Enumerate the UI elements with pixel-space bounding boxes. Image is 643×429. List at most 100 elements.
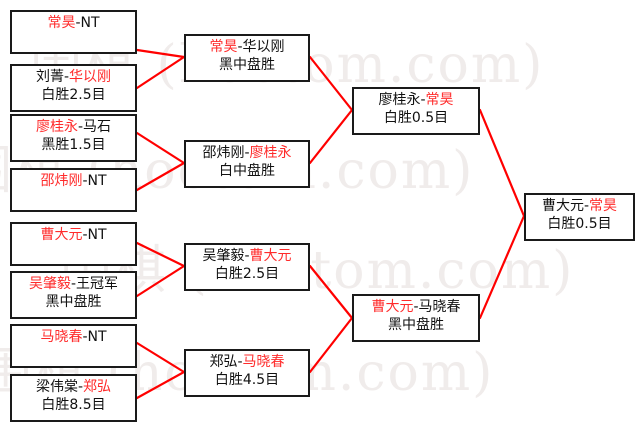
player-left: 廖桂永 bbox=[35, 119, 78, 135]
player-right: 曹大元 bbox=[249, 248, 292, 264]
separator: - bbox=[244, 145, 250, 161]
match-players: 常昊-NT bbox=[47, 15, 99, 32]
player-right: 华以刚 bbox=[69, 69, 112, 85]
player-right: 郑弘 bbox=[83, 379, 112, 395]
separator: - bbox=[70, 276, 77, 292]
match-result: 黑胜1.5目 bbox=[41, 136, 106, 153]
separator: - bbox=[237, 39, 243, 55]
connector-r3m1-final bbox=[478, 108, 526, 218]
match-result: 白胜4.5目 bbox=[214, 371, 280, 388]
player-left: 邵炜刚 bbox=[40, 173, 83, 189]
connector-r1m1-r2m1 bbox=[135, 48, 186, 59]
player-left: 刘菁 bbox=[35, 69, 64, 85]
connector-r1m5-r2m3 bbox=[135, 241, 186, 268]
separator: - bbox=[75, 15, 81, 31]
player-left: 曹大元 bbox=[40, 227, 83, 243]
match-box-r3-m2[interactable]: 曹大元-马晓春 黑中盘胜 bbox=[352, 294, 480, 342]
match-players: 马晓春-NT bbox=[40, 329, 106, 346]
connector-r3m2-final bbox=[478, 214, 526, 320]
match-box-r1-m8[interactable]: 梁伟棠-郑弘 白胜8.5目 bbox=[10, 374, 137, 422]
connector-r1m2-r2m1 bbox=[135, 55, 186, 90]
match-box-r3-m1[interactable]: 廖桂永-常昊 白胜0.5目 bbox=[352, 87, 480, 135]
player-right: NT bbox=[80, 15, 100, 31]
match-result: 白胜0.5目 bbox=[547, 215, 612, 232]
connector-r1m7-r2m4 bbox=[135, 341, 186, 374]
match-box-final[interactable]: 曹大元-常昊 白胜0.5目 bbox=[524, 193, 635, 241]
match-box-r1-m5[interactable]: 曹大元-NT bbox=[10, 222, 137, 266]
player-right: NT bbox=[87, 173, 107, 189]
match-result: 白中盘胜 bbox=[219, 162, 275, 179]
separator: - bbox=[244, 248, 250, 264]
player-right: 王冠军 bbox=[76, 276, 119, 292]
player-left: 曹大元 bbox=[371, 299, 414, 315]
player-right: 马晓春 bbox=[242, 354, 285, 370]
match-box-r2-m2[interactable]: 邵炜刚-廖桂永 白中盘胜 bbox=[184, 140, 310, 188]
player-left: 常昊 bbox=[47, 15, 76, 31]
connector-r1m3-r2m2 bbox=[135, 131, 186, 165]
player-right: 马晓春 bbox=[418, 299, 461, 315]
match-players: 曹大元-NT bbox=[40, 227, 106, 244]
match-result: 黑中盘胜 bbox=[45, 293, 102, 310]
match-box-r2-m4[interactable]: 郑弘-马晓春 白胜4.5目 bbox=[184, 349, 310, 397]
match-players: 吴肇毅-曹大元 bbox=[202, 248, 291, 265]
separator: - bbox=[77, 119, 84, 135]
player-right: NT bbox=[87, 227, 107, 243]
player-right: 马石 bbox=[83, 119, 112, 135]
player-right: 华以刚 bbox=[242, 39, 285, 55]
player-left: 曹大元 bbox=[541, 198, 584, 214]
match-result: 白胜2.5目 bbox=[41, 86, 106, 103]
match-box-r1-m7[interactable]: 马晓春-NT bbox=[10, 324, 137, 368]
match-box-r1-m6[interactable]: 吴肇毅-王冠军 黑中盘胜 bbox=[10, 271, 137, 319]
connector-r2m1-r3m1 bbox=[308, 55, 354, 112]
match-players: 常昊-华以刚 bbox=[209, 39, 284, 56]
match-box-r1-m1[interactable]: 常昊-NT bbox=[10, 10, 137, 54]
separator: - bbox=[420, 92, 426, 108]
separator: - bbox=[82, 227, 88, 243]
match-result: 白胜2.5目 bbox=[214, 265, 280, 282]
match-players: 曹大元-马晓春 bbox=[371, 299, 460, 316]
player-right: NT bbox=[87, 329, 107, 345]
player-left: 常昊 bbox=[209, 39, 238, 55]
player-left: 廖桂永 bbox=[378, 92, 421, 108]
connector-r2m4-r3m2 bbox=[308, 316, 354, 374]
player-right: 常昊 bbox=[589, 198, 618, 214]
match-box-r2-m1[interactable]: 常昊-华以刚 黑中盘胜 bbox=[184, 34, 310, 82]
match-box-r1-m2[interactable]: 刘菁-华以刚 白胜2.5目 bbox=[10, 64, 137, 112]
separator: - bbox=[82, 173, 88, 189]
match-players: 廖桂永-常昊 bbox=[378, 92, 453, 109]
watermark-text: 围棋 (hoetom.com) bbox=[60, 241, 575, 301]
separator: - bbox=[237, 354, 243, 370]
player-left: 吴肇毅 bbox=[28, 276, 71, 292]
match-players: 吴肇毅-王冠军 bbox=[29, 276, 118, 293]
match-players: 邵炜刚-NT bbox=[40, 173, 106, 190]
match-players: 曹大元-常昊 bbox=[542, 198, 617, 215]
connector-r1m4-r2m2 bbox=[135, 161, 186, 192]
match-players: 郑弘-马晓春 bbox=[209, 354, 284, 371]
connector-r2m3-r3m2 bbox=[308, 264, 354, 320]
match-result: 黑中盘胜 bbox=[219, 56, 275, 73]
match-box-r2-m3[interactable]: 吴肇毅-曹大元 白胜2.5目 bbox=[184, 243, 310, 291]
player-left: 邵炜刚 bbox=[202, 145, 245, 161]
separator: - bbox=[583, 198, 590, 214]
match-players: 廖桂永-马石 bbox=[36, 119, 111, 136]
match-box-r1-m3[interactable]: 廖桂永-马石 黑胜1.5目 bbox=[10, 114, 137, 162]
player-right: 廖桂永 bbox=[249, 145, 292, 161]
match-result: 白胜0.5目 bbox=[383, 109, 449, 126]
separator: - bbox=[63, 69, 70, 85]
connector-r1m6-r2m3 bbox=[135, 264, 186, 298]
separator: - bbox=[413, 299, 419, 315]
match-box-r1-m4[interactable]: 邵炜刚-NT bbox=[10, 168, 137, 212]
separator: - bbox=[82, 329, 88, 345]
separator: - bbox=[77, 379, 84, 395]
player-left: 梁伟棠 bbox=[35, 379, 78, 395]
match-players: 刘菁-华以刚 bbox=[36, 69, 111, 86]
player-left: 吴肇毅 bbox=[202, 248, 245, 264]
match-result: 黑中盘胜 bbox=[388, 316, 444, 333]
match-result: 白胜8.5目 bbox=[41, 396, 106, 413]
player-right: 常昊 bbox=[425, 92, 454, 108]
connector-r2m2-r3m1 bbox=[308, 108, 354, 165]
connector-r1m8-r2m4 bbox=[135, 370, 186, 400]
match-players: 邵炜刚-廖桂永 bbox=[202, 145, 291, 162]
match-players: 梁伟棠-郑弘 bbox=[36, 379, 111, 396]
